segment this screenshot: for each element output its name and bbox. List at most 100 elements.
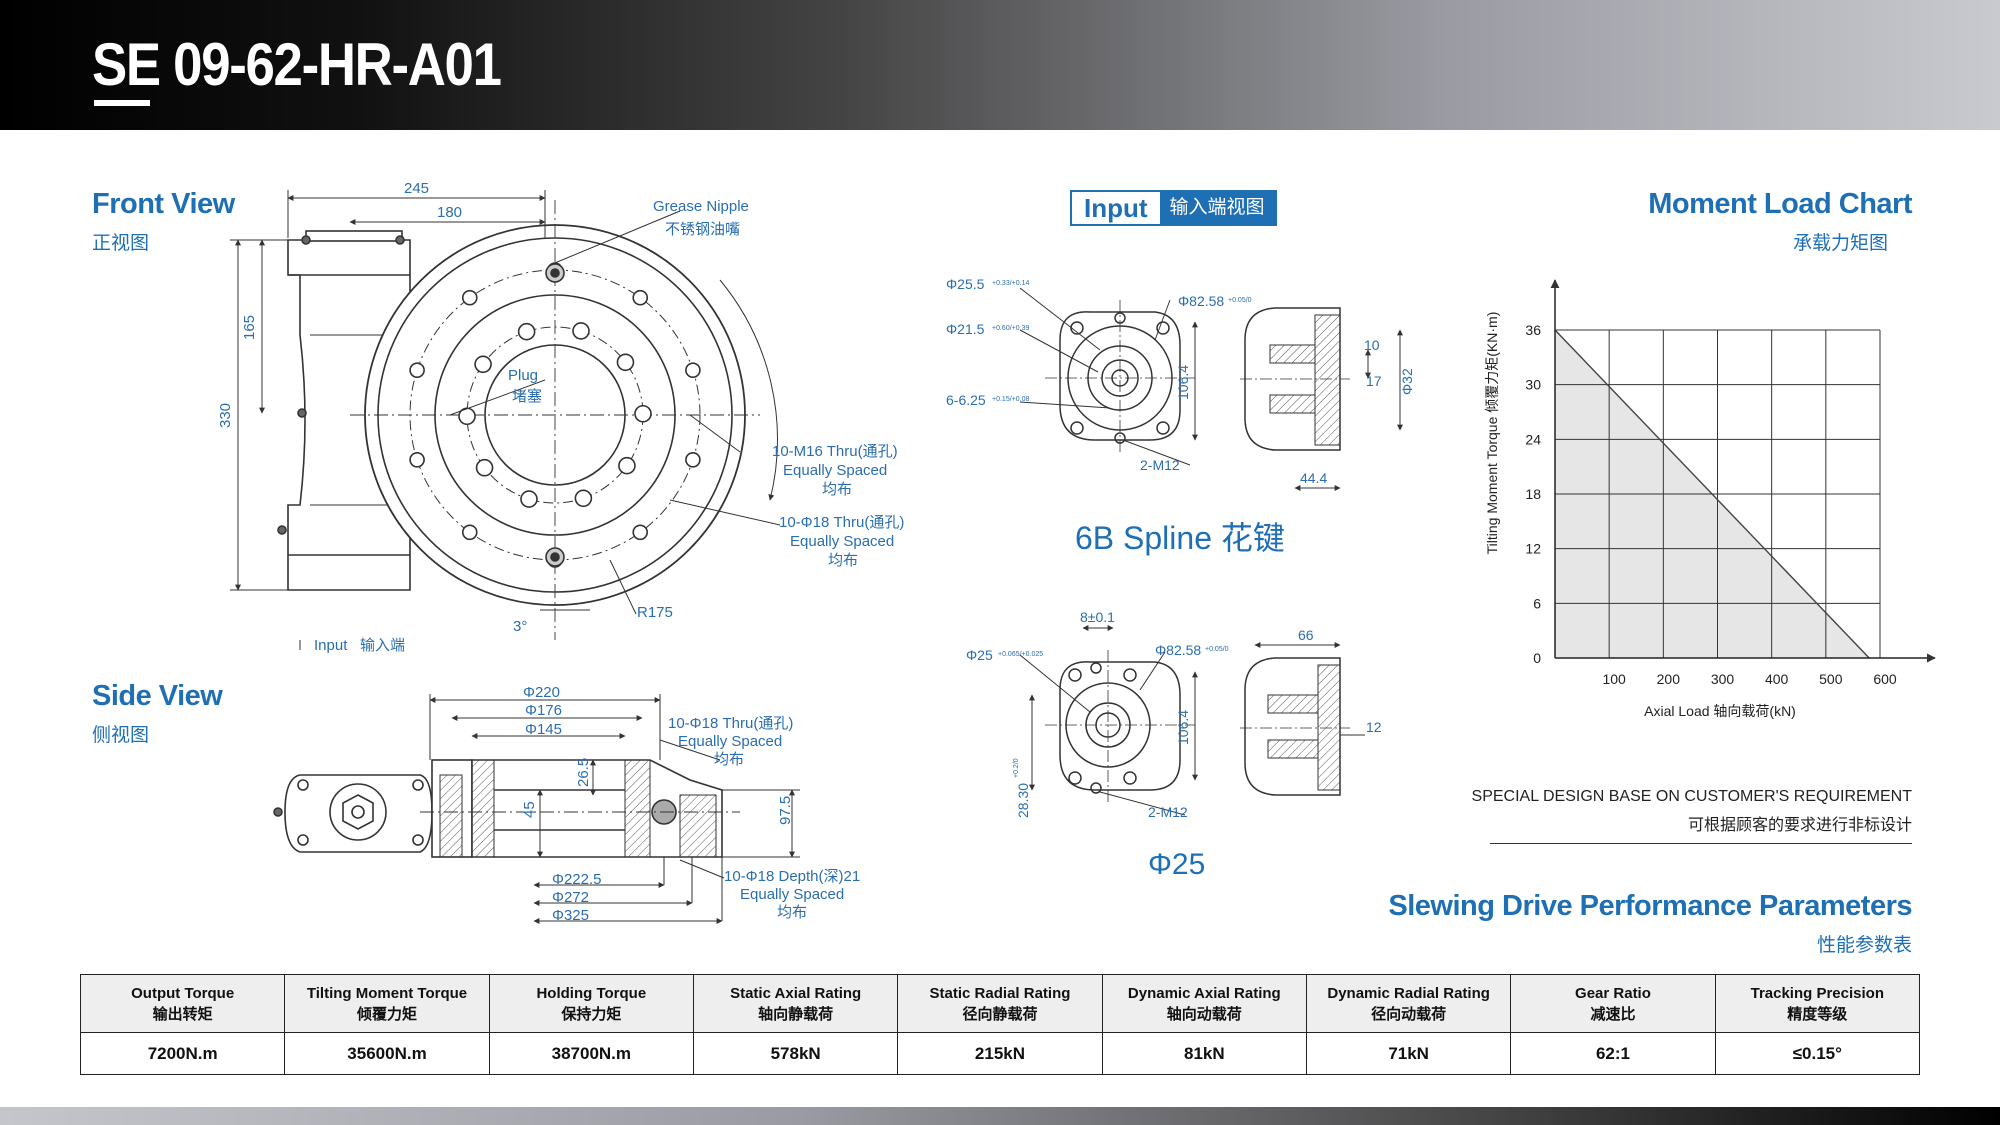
- dim-44-4: 44.4: [1300, 470, 1327, 486]
- dim-phi21-5: Φ21.5: [946, 321, 985, 337]
- value-static-axial: 578kN: [692, 1032, 899, 1075]
- dim-phi325: Φ325: [552, 907, 589, 924]
- chart-y-tick-label: 0: [1533, 650, 1541, 666]
- depth-note-1: 10-Φ18 Depth(深)21: [724, 868, 860, 885]
- col-en-5: Dynamic Axial Rating: [1127, 984, 1281, 1002]
- dim-m12-bottom: 2-M12: [1148, 804, 1188, 820]
- dim-phi176: Φ176: [525, 702, 562, 719]
- chart-x-tick-label: 400: [1765, 671, 1789, 687]
- special-note-en: SPECIAL DESIGN BASE ON CUSTOMER'S REQUIR…: [1471, 788, 1912, 805]
- col-en-1: Tilting Moment Torque: [306, 984, 468, 1002]
- col-cn-2: 保持力矩: [561, 1005, 622, 1023]
- inner-bolt-hole: [572, 322, 590, 340]
- inner-bolt-hole: [517, 322, 536, 341]
- dim-66: 66: [1298, 627, 1314, 643]
- m16-note-1: 10-M16 Thru(通孔): [772, 443, 898, 460]
- dim-28-30: 28.30: [1015, 783, 1031, 818]
- d18-note-2: Equally Spaced: [790, 533, 894, 550]
- col-en-7: Gear Ratio: [1575, 984, 1651, 1002]
- dim-phi25-tol: +0.065/+0.025: [998, 651, 1043, 658]
- special-note-cn: 可根据顾客的要求进行非标设计: [1687, 817, 1912, 834]
- params-value-row: 7200N.m 35600N.m 38700N.m 578kN 215kN 81…: [79, 1032, 1921, 1075]
- col-cn-0: 输出转矩: [152, 1005, 213, 1023]
- input-label-cn: 输入端: [360, 637, 405, 654]
- col-en-4: Static Radial Rating: [929, 984, 1071, 1002]
- value-tracking-precision: ≤0.15°: [1714, 1032, 1921, 1075]
- dim-phi82-58-bottom-tol: +0.05/0: [1205, 646, 1229, 653]
- col-en-2: Holding Torque: [536, 984, 647, 1002]
- dim-97-5: 97.5: [777, 796, 794, 825]
- grease-nipple-cn: 不锈钢油嘴: [665, 221, 740, 238]
- chart-y-tick-label: 24: [1525, 431, 1541, 447]
- footer-bar: [0, 1107, 2000, 1125]
- dim-180: 180: [437, 204, 462, 221]
- front-view-subtitle: 正视图: [92, 233, 150, 254]
- col-en-3: Static Axial Rating: [730, 984, 862, 1002]
- input-badge-en: Input: [1072, 192, 1160, 224]
- col-cn-5: 轴向动载荷: [1166, 1005, 1242, 1023]
- input-view-badge: Input 输入端视图: [1070, 190, 1277, 226]
- thru-note-1: 10-Φ18 Thru(通孔): [668, 715, 793, 732]
- outer-bolt-hole: [461, 289, 478, 306]
- col-cn-3: 轴向静载荷: [758, 1005, 834, 1023]
- dim-phi145: Φ145: [525, 721, 562, 738]
- dim-10: 10: [1364, 337, 1380, 353]
- thru-note-3: 均布: [714, 751, 744, 768]
- dim-phi32: Φ32: [1399, 368, 1415, 395]
- dim-phi82-58-bottom: Φ82.58: [1155, 642, 1201, 658]
- chart-y-tick-label: 36: [1525, 322, 1541, 338]
- inner-bolt-hole: [475, 458, 494, 477]
- params-title: Slewing Drive Performance Parameters: [1388, 890, 1912, 922]
- dim-phi25: Φ25: [966, 647, 993, 663]
- dim-28-30-tol: +0.2/0: [1013, 758, 1020, 778]
- outer-bolt-hole: [685, 362, 701, 378]
- d18-note-3: 均布: [828, 552, 858, 569]
- spline-label: 6B Spline 花键: [1075, 520, 1285, 556]
- m16-note-2: Equally Spaced: [783, 462, 887, 479]
- dim-phi25-5-tol: +0.33/+0.14: [992, 280, 1029, 287]
- header-banner: SE 09-62-HR-A01: [0, 0, 2000, 130]
- dim-phi220: Φ220: [523, 684, 560, 701]
- moment-chart-subtitle: 承载力矩图: [1792, 233, 1888, 254]
- dim-6-625: 6-6.25: [946, 392, 986, 408]
- dim-6-625-tol: +0.15/+0.08: [992, 396, 1029, 403]
- dim-r175: R175: [637, 604, 673, 621]
- moment-load-chart: Tilting Moment Torque 倾覆力矩(KN·m) Axial L…: [1484, 279, 1936, 719]
- outer-bolt-hole: [409, 362, 425, 378]
- dim-phi82-58-top: Φ82.58: [1178, 293, 1224, 309]
- moment-chart-title: Moment Load Chart: [1648, 188, 1912, 220]
- special-design-note: SPECIAL DESIGN BASE ON CUSTOMER'S REQUIR…: [1472, 782, 1912, 840]
- col-static-axial: Static Axial Rating 轴向静载荷: [692, 974, 899, 1033]
- outer-bolt-hole: [685, 452, 701, 468]
- col-en-6: Dynamic Radial Rating: [1327, 984, 1490, 1002]
- value-gear-ratio: 62:1: [1510, 1032, 1716, 1075]
- chart-xlabel: Axial Load 轴向载荷(kN): [1644, 703, 1796, 719]
- dim-17: 17: [1366, 373, 1382, 389]
- value-output-torque: 7200N.m: [79, 1032, 286, 1075]
- outer-bolt-hole: [409, 452, 425, 468]
- dim-8: 8±0.1: [1080, 609, 1115, 625]
- dim-phi25-5: Φ25.5: [946, 276, 985, 292]
- value-dynamic-axial: 81kN: [1101, 1032, 1307, 1075]
- inner-bolt-hole: [520, 490, 538, 508]
- chart-x-tick-label: 100: [1602, 671, 1626, 687]
- inner-bolt-hole: [634, 404, 652, 423]
- front-view-bolt-holes: [409, 262, 701, 568]
- dim-12: 12: [1366, 719, 1382, 735]
- dim-angle: 3°: [513, 618, 527, 635]
- inner-bolt-hole: [574, 489, 593, 508]
- chart-y-tick-label: 12: [1525, 541, 1541, 557]
- chart-y-tick-label: 18: [1525, 486, 1541, 502]
- value-dynamic-radial: 71kN: [1305, 1032, 1512, 1075]
- value-holding-torque: 38700N.m: [488, 1032, 694, 1075]
- chart-y-tick-label: 30: [1525, 377, 1541, 393]
- value-static-radial: 215kN: [897, 1032, 1103, 1075]
- dim-phi21-5-tol: +0.60/+0.39: [992, 325, 1029, 332]
- outer-bolt-hole: [632, 289, 649, 306]
